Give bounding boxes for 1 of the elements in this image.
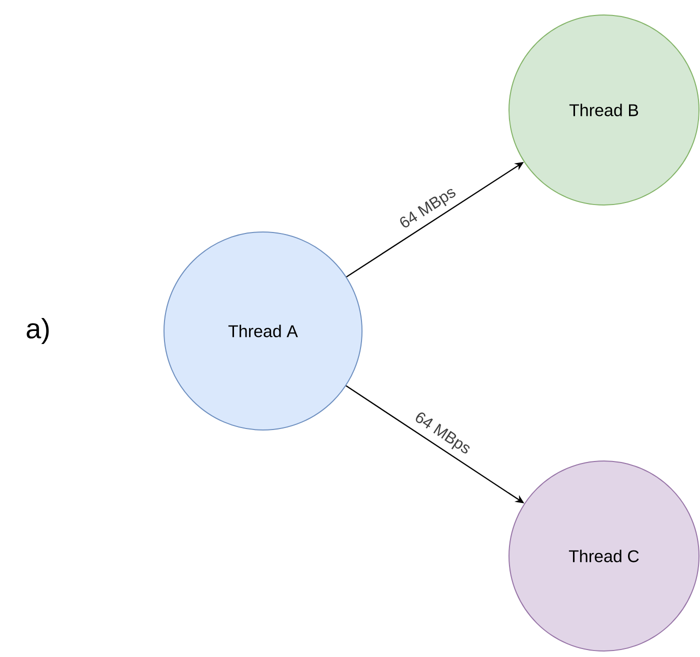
panel-label: a) [26,318,49,344]
